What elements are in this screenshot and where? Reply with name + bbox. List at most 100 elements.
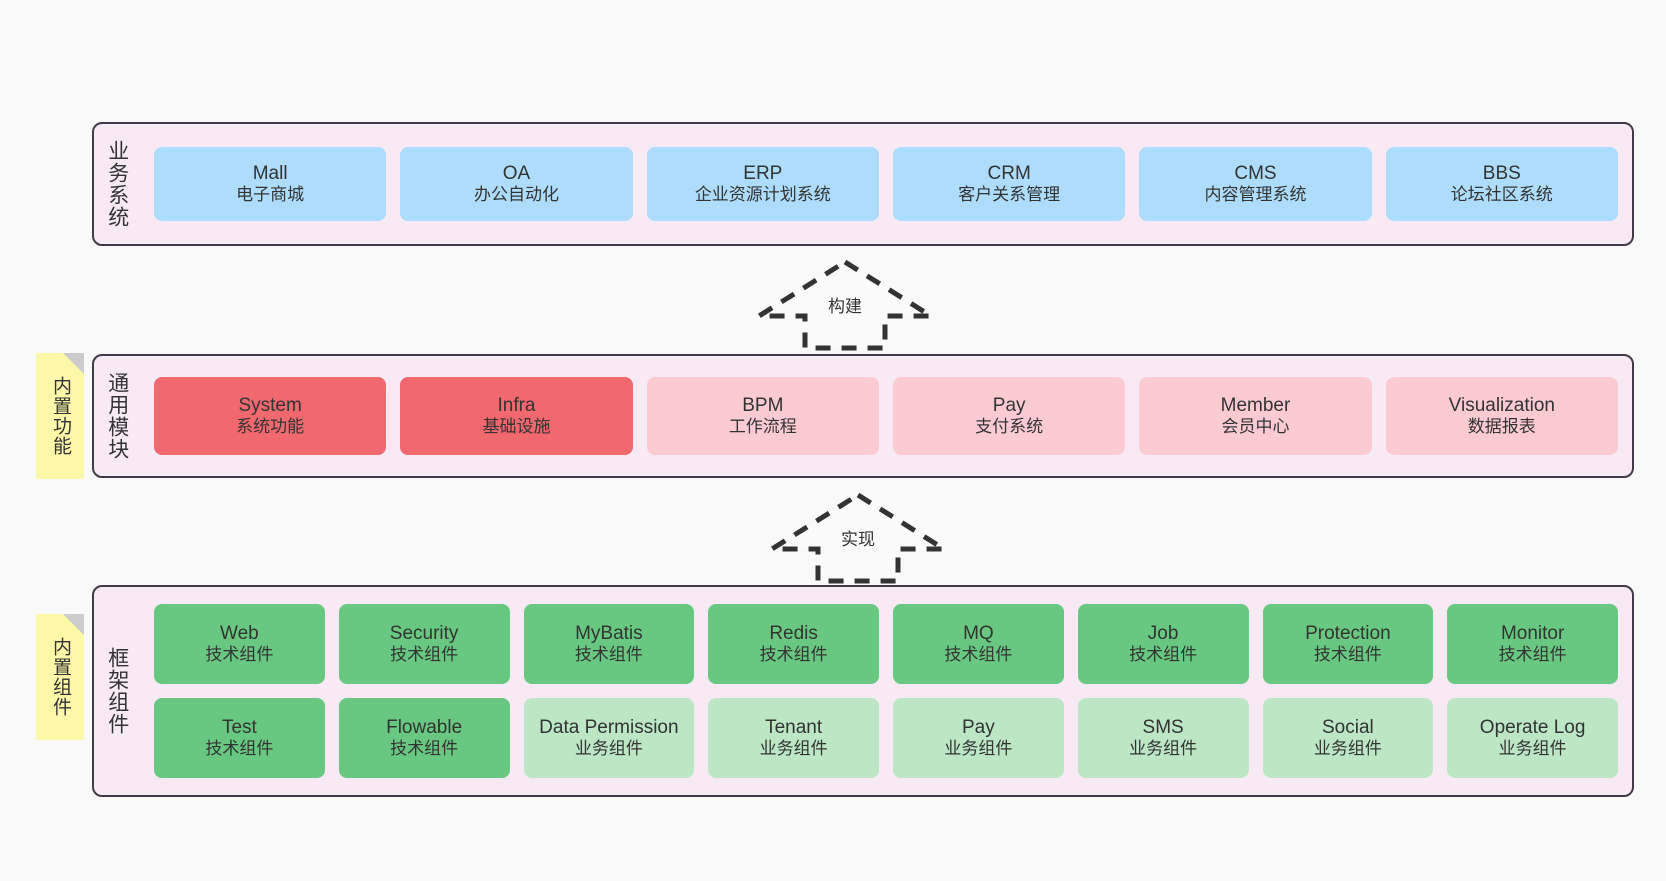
layer-body-business-systems: Mall 电子商城 OA 办公自动化 ERP 企业资源计划系统 CRM 客户关系…: [140, 124, 1632, 244]
node-subtitle: 技术组件: [390, 645, 459, 665]
node-mybatis[interactable]: MyBatis 技术组件: [523, 604, 695, 684]
node-title: MQ: [963, 623, 994, 645]
framework-business-components-row: Test 技术组件 Flowable 技术组件 Data Permission …: [154, 698, 1618, 778]
node-subtitle: 企业资源计划系统: [694, 185, 831, 205]
node-operate-log[interactable]: Operate Log 业务组件: [1447, 698, 1618, 778]
node-subtitle: 技术组件: [390, 739, 459, 759]
node-title: Redis: [769, 623, 818, 645]
node-title: BPM: [742, 395, 784, 417]
node-subtitle: 技术组件: [205, 739, 274, 759]
node-subtitle: 办公自动化: [473, 185, 559, 205]
node-member[interactable]: Member 会员中心: [1139, 377, 1372, 455]
node-subtitle: 工作流程: [728, 417, 797, 437]
dashed-up-arrow-icon: [768, 492, 948, 584]
node-subtitle: 系统功能: [236, 417, 305, 437]
node-job[interactable]: Job 技术组件: [1077, 604, 1249, 684]
node-pay-component[interactable]: Pay 业务组件: [893, 698, 1064, 778]
node-title: Data Permission: [539, 717, 679, 739]
node-bpm[interactable]: BPM 工作流程: [646, 377, 879, 455]
node-title: Test: [221, 717, 257, 739]
node-visualization[interactable]: Visualization 数据报表: [1385, 377, 1618, 455]
node-subtitle: 论坛社区系统: [1450, 185, 1553, 205]
node-bbs[interactable]: BBS 论坛社区系统: [1385, 147, 1618, 221]
node-flowable[interactable]: Flowable 技术组件: [338, 698, 510, 778]
layer-body-framework-components: Web 技术组件 Security 技术组件 MyBatis 技术组件 Redi…: [140, 587, 1632, 795]
arrow-implement-up: 实现: [768, 489, 948, 585]
node-title: SMS: [1142, 717, 1184, 739]
node-system[interactable]: System 系统功能: [154, 377, 387, 455]
node-subtitle: 业务组件: [1498, 739, 1567, 759]
node-title: Social: [1322, 717, 1374, 739]
node-title: System: [238, 395, 302, 417]
node-security[interactable]: Security 技术组件: [338, 604, 510, 684]
node-mall[interactable]: Mall 电子商城: [154, 147, 387, 221]
framework-tech-components-row: Web 技术组件 Security 技术组件 MyBatis 技术组件 Redi…: [154, 604, 1618, 684]
layer-caption-common-modules: 通用模块: [105, 372, 129, 460]
node-data-permission[interactable]: Data Permission 业务组件: [523, 698, 695, 778]
node-crm[interactable]: CRM 客户关系管理: [892, 147, 1126, 221]
node-title: CMS: [1234, 163, 1277, 185]
sticky-fold-corner-icon: [63, 614, 84, 635]
node-erp[interactable]: ERP 企业资源计划系统: [646, 147, 879, 221]
sticky-note-label: 内置功能: [50, 376, 72, 456]
sticky-note-label: 内置组件: [50, 637, 72, 717]
node-infra[interactable]: Infra 基础设施: [400, 377, 633, 455]
node-mq[interactable]: MQ 技术组件: [893, 604, 1064, 684]
node-title: Operate Log: [1479, 717, 1586, 739]
node-subtitle: 支付系统: [975, 417, 1044, 437]
node-subtitle: 技术组件: [759, 645, 828, 665]
node-subtitle: 业务组件: [1129, 739, 1198, 759]
layer-caption-business-systems: 业务系统: [105, 140, 129, 228]
node-monitor[interactable]: Monitor 技术组件: [1447, 604, 1618, 684]
common-modules-row: System 系统功能 Infra 基础设施 BPM 工作流程 Pay 支付系统…: [154, 377, 1618, 455]
node-subtitle: 技术组件: [1313, 645, 1382, 665]
sticky-fold-corner-icon: [63, 353, 84, 374]
node-sms[interactable]: SMS 业务组件: [1077, 698, 1249, 778]
layer-body-common-modules: System 系统功能 Infra 基础设施 BPM 工作流程 Pay 支付系统…: [140, 356, 1632, 476]
node-subtitle: 技术组件: [574, 645, 643, 665]
node-test[interactable]: Test 技术组件: [154, 698, 325, 778]
node-title: Pay: [962, 717, 995, 739]
node-title: Monitor: [1500, 623, 1565, 645]
node-title: CRM: [987, 163, 1031, 185]
node-cms[interactable]: CMS 内容管理系统: [1139, 147, 1372, 221]
node-subtitle: 会员中心: [1221, 417, 1290, 437]
node-redis[interactable]: Redis 技术组件: [708, 604, 879, 684]
node-oa[interactable]: OA 办公自动化: [400, 147, 633, 221]
node-protection[interactable]: Protection 技术组件: [1262, 604, 1434, 684]
node-title: Mall: [252, 163, 288, 185]
node-title: MyBatis: [575, 623, 643, 645]
node-subtitle: 内容管理系统: [1204, 185, 1307, 205]
sticky-note-builtin-components: 内置组件: [36, 614, 84, 740]
layer-caption-framework-components: 框架组件: [105, 647, 129, 735]
node-subtitle: 客户关系管理: [958, 185, 1061, 205]
node-title: Visualization: [1448, 395, 1555, 417]
node-subtitle: 技术组件: [1498, 645, 1567, 665]
node-title: OA: [502, 163, 531, 185]
node-title: Pay: [992, 395, 1026, 417]
node-subtitle: 电子商城: [236, 185, 305, 205]
node-subtitle: 业务组件: [1313, 739, 1382, 759]
sticky-note-builtin-features: 内置功能: [36, 353, 84, 479]
node-title: Job: [1147, 623, 1179, 645]
node-subtitle: 业务组件: [759, 739, 828, 759]
node-title: Protection: [1305, 623, 1391, 645]
node-pay-module[interactable]: Pay 支付系统: [892, 377, 1126, 455]
node-title: Security: [389, 623, 459, 645]
layer-framework-components: 框架组件 Web 技术组件 Security 技术组件 MyBatis 技术组件…: [92, 585, 1634, 797]
node-subtitle: 基础设施: [482, 417, 551, 437]
node-title: Flowable: [386, 717, 463, 739]
node-subtitle: 数据报表: [1467, 417, 1536, 437]
business-systems-row: Mall 电子商城 OA 办公自动化 ERP 企业资源计划系统 CRM 客户关系…: [154, 147, 1618, 221]
node-title: Tenant: [765, 717, 823, 739]
layer-business-systems: 业务系统 Mall 电子商城 OA 办公自动化 ERP 企业资源计划系统 CRM…: [92, 122, 1634, 246]
node-web[interactable]: Web 技术组件: [154, 604, 325, 684]
node-tenant[interactable]: Tenant 业务组件: [708, 698, 879, 778]
node-social[interactable]: Social 业务组件: [1262, 698, 1434, 778]
node-subtitle: 业务组件: [944, 739, 1013, 759]
node-title: Member: [1220, 395, 1291, 417]
node-title: ERP: [743, 163, 783, 185]
layer-common-modules: 通用模块 System 系统功能 Infra 基础设施 BPM 工作流程 Pay…: [92, 354, 1634, 478]
node-subtitle: 技术组件: [944, 645, 1013, 665]
